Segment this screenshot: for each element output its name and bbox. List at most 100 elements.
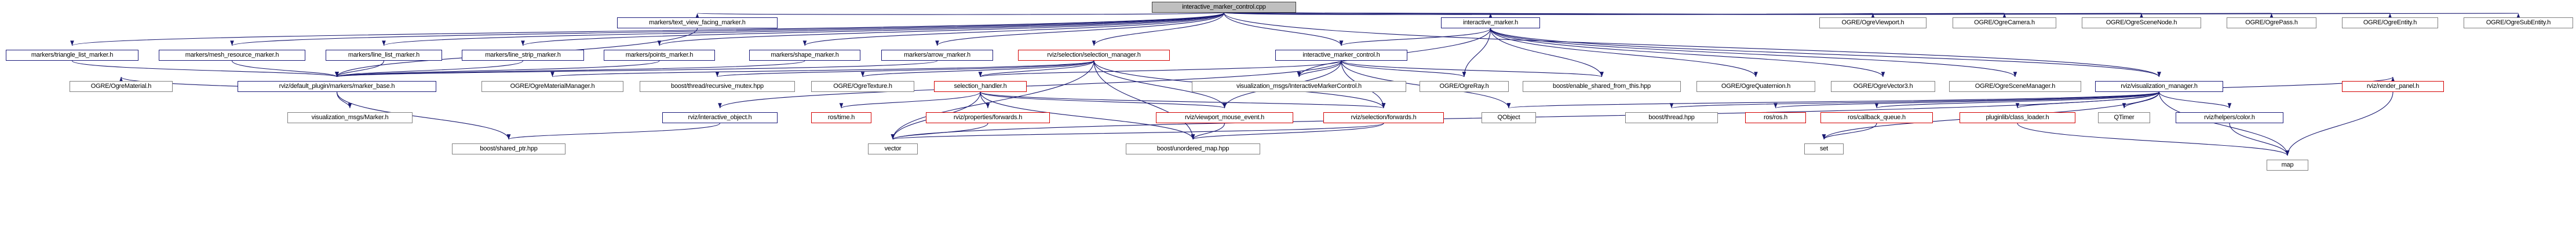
edge-n16-n21 xyxy=(978,60,1094,78)
edge-n28-n49 xyxy=(2158,91,2290,156)
graph-node-n29[interactable]: rviz/render_panel.h xyxy=(2342,81,2444,92)
graph-node-n42[interactable]: pluginlib/class_loader.h xyxy=(1960,112,2075,123)
edge-n2-n25 xyxy=(1490,28,1758,78)
edge-n2-n24 xyxy=(1490,28,1604,78)
edge-n0-n16 xyxy=(1092,12,1225,46)
graph-node-n21[interactable]: selection_handler.h xyxy=(934,81,1027,92)
graph-node-n8[interactable]: OGRE/OgreSubEntity.h xyxy=(2464,17,2573,28)
graph-node-n12[interactable]: markers/line_strip_marker.h xyxy=(462,50,584,61)
graph-node-n19[interactable]: boost/thread/recursive_mutex.hpp xyxy=(640,81,795,92)
graph-node-n17[interactable]: interactive_marker_control.h xyxy=(1275,50,1407,61)
edge-n0-n3 xyxy=(1223,12,1874,19)
graph-node-n4[interactable]: OGRE/OgreCamera.h xyxy=(1953,17,2056,28)
graph-node-n2[interactable]: interactive_marker.h xyxy=(1441,17,1540,28)
edge-n17-n21 xyxy=(979,60,1342,78)
edge-n0-n15 xyxy=(935,12,1225,46)
graph-node-n35[interactable]: rviz/properties/forwards.h xyxy=(926,112,1050,123)
graph-node-n49[interactable]: map xyxy=(2267,160,2308,171)
edge-n21-n36 xyxy=(980,91,1227,109)
edge-n21-n35 xyxy=(980,91,990,109)
graph-node-n26[interactable]: OGRE/OgreVector3.h xyxy=(1831,81,1935,92)
edge-n10-n30 xyxy=(231,60,339,78)
edge-n2-n26 xyxy=(1490,28,1885,78)
graph-node-n20[interactable]: OGRE/OgreTexture.h xyxy=(811,81,914,92)
graph-node-n34[interactable]: ros/time.h xyxy=(811,112,871,123)
graph-node-n38[interactable]: QObject xyxy=(1482,112,1536,123)
graph-node-n41[interactable]: ros/callback_queue.h xyxy=(1820,112,1933,123)
graph-node-n27[interactable]: OGRE/OgreSceneManager.h xyxy=(1949,81,2081,92)
edge-n42-n49 xyxy=(2017,123,2290,156)
edge-n0-n8 xyxy=(1223,12,2519,19)
graph-node-n14[interactable]: markers/shape_marker.h xyxy=(749,50,860,61)
edge-n28-n43 xyxy=(2122,91,2160,109)
graph-node-n45[interactable]: boost/shared_ptr.hpp xyxy=(452,143,565,154)
graph-node-n5[interactable]: OGRE/OgreSceneNode.h xyxy=(2082,17,2201,28)
graph-node-n44[interactable]: rviz/helpers/color.h xyxy=(2176,112,2283,123)
graph-node-n31[interactable]: OGRE/OgreMaterial.h xyxy=(70,81,173,92)
edge-n0-n4 xyxy=(1223,12,2005,19)
graph-node-n24[interactable]: boost/enable_shared_from_this.hpp xyxy=(1523,81,1681,92)
edge-n30-n32 xyxy=(336,91,352,109)
edge-n2-n27 xyxy=(1490,28,2017,78)
graph-node-n48[interactable]: set xyxy=(1804,143,1844,154)
edge-n2-n28 xyxy=(1490,28,2161,78)
edge-n16-n20 xyxy=(861,60,1094,78)
graph-node-n36[interactable]: rviz/viewport_mouse_event.h xyxy=(1156,112,1293,123)
edge-n0-n14 xyxy=(802,12,1225,46)
graph-node-n11[interactable]: markers/line_list_marker.h xyxy=(326,50,442,61)
graph-node-n40[interactable]: ros/ros.h xyxy=(1745,112,1806,123)
edge-n16-n19 xyxy=(716,60,1094,78)
edge-n29-n49 xyxy=(2285,91,2393,156)
graph-node-n23[interactable]: OGRE/OgreRay.h xyxy=(1420,81,1509,92)
edge-n41-n48 xyxy=(1822,123,1877,140)
graph-node-n43[interactable]: QTimer xyxy=(2098,112,2150,123)
graph-node-n0[interactable]: interactive_marker_control.cpp xyxy=(1152,2,1296,13)
edge-n2-n17 xyxy=(1339,28,1491,46)
edge-n0-n6 xyxy=(1223,12,2272,19)
graph-node-n10[interactable]: markers/mesh_resource_marker.h xyxy=(159,50,305,61)
graph-node-n25[interactable]: OGRE/OgreQuaternion.h xyxy=(1696,81,1815,92)
graph-node-n39[interactable]: boost/thread.hpp xyxy=(1625,112,1718,123)
edge-n28-n41 xyxy=(1875,91,2160,109)
graph-node-n3[interactable]: OGRE/OgreViewport.h xyxy=(1819,17,1926,28)
graph-node-n47[interactable]: boost/unordered_map.hpp xyxy=(1126,143,1260,154)
edge-n0-n1 xyxy=(696,12,1225,19)
graph-node-n32[interactable]: visualization_msgs/Marker.h xyxy=(287,112,413,123)
edge-n17-n22 xyxy=(1297,60,1342,78)
edge-n0-n7 xyxy=(1223,12,2391,19)
graph-node-n28[interactable]: rviz/visualization_manager.h xyxy=(2095,81,2223,92)
edge-n11-n30 xyxy=(335,60,385,78)
graph-node-n30[interactable]: rviz/default_plugin/markers/marker_base.… xyxy=(238,81,436,92)
graph-node-n6[interactable]: OGRE/OgrePass.h xyxy=(2227,17,2316,28)
graph-node-n37[interactable]: rviz/selection/forwards.h xyxy=(1323,112,1444,123)
graph-node-n9[interactable]: markers/triangle_list_marker.h xyxy=(6,50,138,61)
edge-n44-n49 xyxy=(2229,123,2290,156)
edge-n16-n47 xyxy=(1093,60,1195,140)
graph-node-n7[interactable]: OGRE/OgreEntity.h xyxy=(2342,17,2438,28)
edge-n17-n24 xyxy=(1341,60,1604,78)
graph-node-n18[interactable]: OGRE/OgreMaterialManager.h xyxy=(481,81,623,92)
graph-node-n13[interactable]: markers/points_marker.h xyxy=(604,50,715,61)
edge-n28-n42 xyxy=(2015,91,2160,109)
edge-n9-n30 xyxy=(71,60,339,78)
edge-n13-n30 xyxy=(335,60,660,78)
edge-n28-n38 xyxy=(1507,91,2160,109)
graph-node-n1[interactable]: markers/text_view_facing_marker.h xyxy=(617,17,778,28)
edge-n36-n47 xyxy=(1191,123,1225,140)
edge-n17-n23 xyxy=(1341,60,1466,78)
graph-node-n16[interactable]: rviz/selection/selection_manager.h xyxy=(1018,50,1170,61)
edge-n0-n5 xyxy=(1223,12,2142,19)
edge-n16-n18 xyxy=(550,60,1094,78)
edge-n16-n46 xyxy=(891,60,1094,140)
graph-node-n46[interactable]: vector xyxy=(868,143,918,154)
graph-node-n15[interactable]: markers/arrow_marker.h xyxy=(881,50,993,61)
edge-n28-n40 xyxy=(1774,91,2160,109)
graph-node-n22[interactable]: visualization_msgs/InteractiveMarkerCont… xyxy=(1192,81,1406,92)
edge-n0-n2 xyxy=(1223,12,1492,19)
graph-node-n33[interactable]: rviz/interactive_object.h xyxy=(662,112,778,123)
edge-n37-n47 xyxy=(1191,123,1384,140)
edge-n0-n11 xyxy=(382,12,1225,46)
edge-n14-n30 xyxy=(335,60,805,78)
